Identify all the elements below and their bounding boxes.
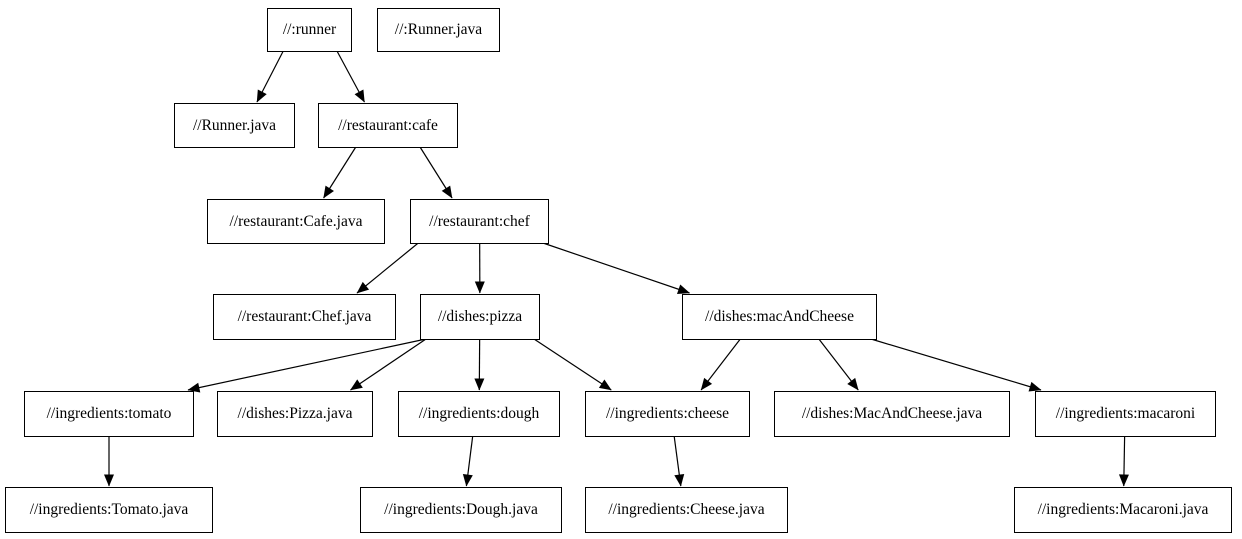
edge-pizza-to-pizza-java-file: [350, 338, 427, 391]
edge-mac-and-cheese-to-macaroni: [870, 338, 1042, 392]
edge-cafe-to-cafe-java-file: [323, 146, 357, 199]
graph-node-cheese-java-file: //ingredients:Cheese.java: [585, 487, 788, 533]
graph-node-tomato: //ingredients:tomato: [24, 391, 194, 437]
graph-node-macaroni: //ingredients:macaroni: [1035, 391, 1216, 437]
edge-macaroni-to-macaroni-java-file: [1118, 435, 1129, 487]
graph-node-macaroni-java-file: //ingredients:Macaroni.java: [1014, 487, 1232, 533]
edge-mac-and-cheese-to-cheese: [700, 338, 741, 391]
graph-node-runner-java-target: //:Runner.java: [377, 8, 500, 52]
graph-node-chef: //restaurant:chef: [410, 199, 549, 244]
graph-node-dough: //ingredients:dough: [398, 391, 560, 437]
edge-dough-to-dough-java-file: [462, 435, 474, 487]
edge-pizza-to-cheese: [533, 338, 612, 391]
edge-mac-and-cheese-to-mac-java-file: [818, 338, 859, 391]
graph-node-cheese: //ingredients:cheese: [585, 391, 750, 437]
edge-chef-to-chef-java-file: [356, 242, 419, 294]
graph-node-chef-java-file: //restaurant:Chef.java: [213, 294, 396, 340]
graph-node-mac-java-file: //dishes:MacAndCheese.java: [774, 391, 1010, 437]
graph-node-runner-java-file: //Runner.java: [174, 103, 295, 148]
edge-runner-to-cafe: [336, 50, 365, 103]
graph-node-cafe-java-file: //restaurant:Cafe.java: [207, 199, 385, 244]
graph-node-pizza: //dishes:pizza: [420, 294, 540, 340]
edge-cafe-to-chef: [419, 146, 453, 199]
edge-runner-to-runner-java-file: [256, 50, 284, 103]
edge-chef-to-mac-and-cheese: [542, 242, 690, 295]
graph-node-mac-and-cheese: //dishes:macAndCheese: [682, 294, 877, 340]
edge-cheese-to-cheese-java-file: [673, 435, 685, 487]
graph-node-tomato-java-file: //ingredients:Tomato.java: [5, 487, 213, 533]
graph-node-runner: //:runner: [267, 8, 352, 52]
graph-node-cafe: //restaurant:cafe: [318, 103, 458, 148]
graph-node-dough-java-file: //ingredients:Dough.java: [360, 487, 562, 533]
edge-pizza-to-tomato: [187, 338, 427, 393]
graph-node-pizza-java-file: //dishes:Pizza.java: [217, 391, 373, 437]
edges-group: [104, 50, 1129, 487]
